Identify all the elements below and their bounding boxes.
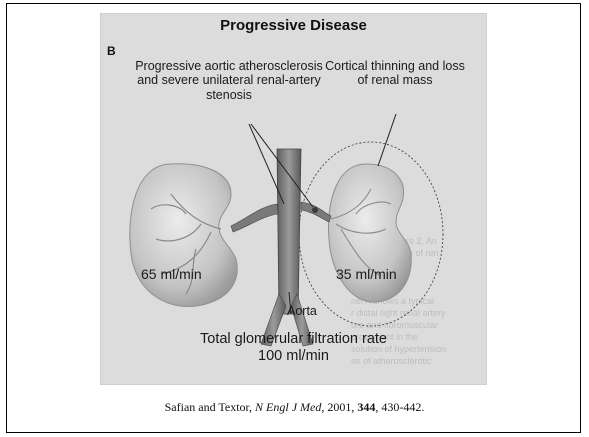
- citation-year: , 2001,: [321, 400, 357, 414]
- citation-volume: 344: [357, 400, 375, 414]
- citation-pages: , 430-442.: [375, 400, 424, 414]
- citation-journal: N Engl J Med: [255, 400, 321, 414]
- left-description: Progressive aortic atherosclerosis and s…: [129, 59, 329, 102]
- left-gfr-label: 65 ml/min: [141, 266, 202, 282]
- svg-text:ure and fibromuscular: ure and fibromuscular: [351, 320, 438, 330]
- total-gfr-label: Total glomerular filtration rate: [101, 331, 486, 348]
- right-description: Cortical thinning and loss of renal mass: [320, 59, 470, 88]
- total-gfr-value: 100 ml/min: [101, 348, 486, 365]
- left-kidney: [130, 164, 237, 307]
- panel-letter: B: [107, 44, 116, 58]
- aorta-label: Aorta: [287, 304, 317, 318]
- citation: Safian and Textor, N Engl J Med, 2001, 3…: [0, 400, 589, 415]
- citation-authors: Safian and Textor,: [165, 400, 255, 414]
- right-gfr-label: 35 ml/min: [336, 266, 397, 282]
- svg-text:r distal right renal artery: r distal right renal artery: [351, 308, 446, 318]
- figure-title: Progressive Disease: [101, 17, 486, 34]
- kidney-figure: ure 2. An nts of ren nel A shows a typic…: [100, 13, 487, 385]
